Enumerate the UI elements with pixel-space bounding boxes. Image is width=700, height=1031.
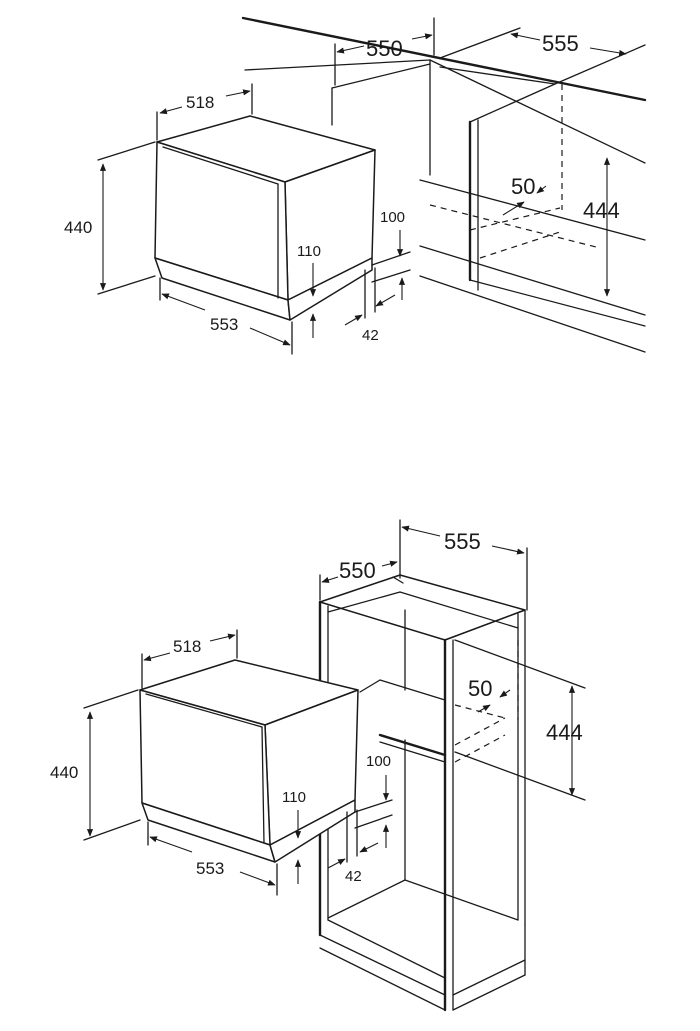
bottom-label-cabinet-depth: 550 [339,558,376,583]
bottom-dimension-labels: 555 550 518 440 553 110 100 42 50 444 [50,529,583,885]
top-dimensions [97,17,627,355]
top-dimension-labels: 550 555 518 440 553 110 100 42 50 444 [64,31,620,344]
bottom-label-appliance-height: 440 [50,763,78,782]
top-label-plinth-height: 110 [297,243,321,260]
bottom-label-cabinet-width: 555 [444,529,481,554]
bottom-label-appliance-depth: 553 [196,859,224,878]
top-label-cabinet-depth: 550 [366,36,403,61]
top-label-plinth-depth: 42 [362,327,379,344]
top-label-back-gap: 50 [511,174,535,199]
bottom-label-plinth-height: 110 [282,789,306,806]
figure-bottom-tall-unit-installation: 555 550 518 440 553 110 100 42 50 444 [50,519,586,1012]
bottom-label-plinth-depth: 42 [345,868,362,885]
top-appliance [154,115,376,321]
bottom-label-cabinet-height: 444 [546,720,583,745]
top-label-shelf-clearance: 100 [380,209,405,226]
top-label-cabinet-height: 444 [583,198,620,223]
top-label-appliance-depth: 553 [210,315,238,334]
bottom-dimensions [83,519,586,896]
top-label-appliance-height: 440 [64,218,92,237]
top-kitchen-cabinet [241,16,647,353]
bottom-appliance [139,659,359,863]
top-label-appliance-width: 518 [186,93,214,112]
bottom-label-appliance-width: 518 [173,637,201,656]
figure-top-undercounter-installation: 550 555 518 440 553 110 100 42 50 444 [64,16,647,355]
bottom-label-back-gap: 50 [468,676,492,701]
bottom-tall-cabinet [318,574,526,1012]
top-label-cabinet-width: 555 [542,31,579,56]
bottom-label-shelf-clearance: 100 [366,753,391,770]
